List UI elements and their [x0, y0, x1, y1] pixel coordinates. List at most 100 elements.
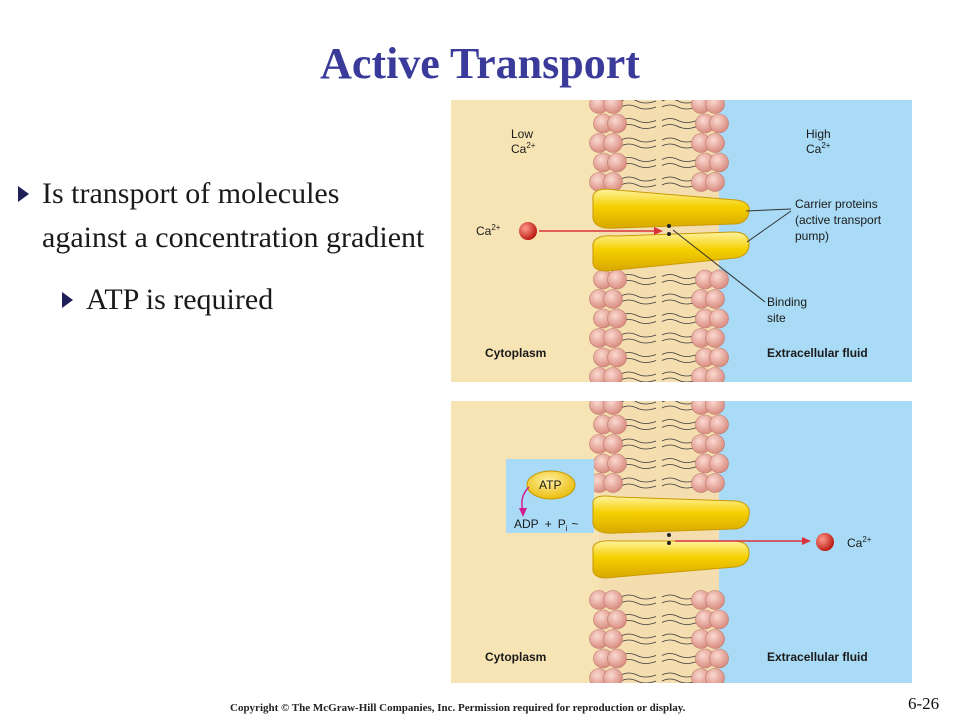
lipid-tail: [661, 659, 698, 664]
lipid-tail: [620, 371, 657, 377]
lipid-tail: [620, 157, 657, 162]
arrowhead-icon: [802, 537, 811, 545]
carrier-protein-lower: [592, 540, 750, 579]
lipid-tail: [620, 104, 657, 110]
lipid-tail: [620, 313, 657, 318]
carrier-protein-lower: [592, 231, 750, 272]
binding-site-dot: [667, 224, 671, 228]
binding-site-dot: [667, 533, 671, 537]
lipid-head: [705, 668, 725, 683]
membrane-diagram-bottom: ATP ADP+Pi~ Ca2+ Cytoplasm Extracellular…: [451, 401, 912, 683]
lipid-head: [705, 473, 725, 493]
lipid-head: [603, 367, 623, 382]
lipid-head: [705, 367, 725, 382]
binding-site-dot: [667, 541, 671, 545]
arrowhead-icon: [519, 508, 527, 517]
lipid-tail: [661, 313, 698, 318]
lipid-tail: [620, 377, 657, 382]
lipid-tail: [620, 293, 657, 299]
lipid-tail: [661, 371, 698, 377]
lipid-tail: [661, 444, 698, 450]
lipid-tail: [661, 157, 698, 162]
lipid-tail: [620, 678, 657, 683]
lipid-head: [705, 100, 725, 114]
lipid-tail: [661, 319, 698, 324]
bullet-text: Is transport of molecules against a conc…: [42, 177, 425, 254]
lipid-tail: [620, 594, 657, 600]
lipid-tail: [661, 104, 698, 110]
leader-line: [672, 229, 766, 303]
lipid-head: [705, 590, 725, 610]
lipid-tails: [620, 401, 698, 683]
lipid-tail: [620, 100, 657, 104]
atp-label: ATP: [539, 478, 561, 492]
lipid-tail: [620, 483, 657, 489]
atp-molecule: [526, 470, 576, 500]
lipid-head: [607, 113, 627, 134]
bullet-list: Is transport of molecules against a conc…: [18, 172, 428, 322]
lipid-head: [705, 289, 725, 309]
lipid-tail: [661, 299, 698, 305]
membrane-diagram-top: Low Ca2+ High Ca2+ Ca2+ Carrier proteins…: [451, 100, 912, 382]
lipid-head: [607, 308, 627, 329]
lipid-head: [709, 347, 729, 368]
binding-site-dot: [667, 232, 671, 236]
bullet-item: Is transport of molecules against a conc…: [18, 172, 428, 260]
lipid-tail: [620, 419, 657, 424]
lipid-tail: [661, 100, 698, 104]
lipid-tail: [620, 137, 657, 143]
lipid-tail: [620, 182, 657, 188]
carrier-label: Carrier proteins: [795, 197, 878, 211]
lipid-head: [709, 414, 729, 435]
lipid-head: [603, 100, 623, 114]
lipid-tail: [661, 419, 698, 424]
active-transport-figure-bottom: ATP ADP+Pi~ Ca2+ Cytoplasm Extracellular…: [451, 401, 912, 683]
lipid-tail: [620, 338, 657, 344]
lipid-tail: [661, 293, 698, 299]
lipid-tail: [620, 672, 657, 678]
arrowhead-icon: [654, 227, 663, 235]
lipid-tail: [661, 653, 698, 658]
lipid-tail: [661, 483, 698, 489]
lipid-tail: [661, 620, 698, 625]
low-ca-label: Ca2+: [511, 141, 536, 156]
sub-bullet-item: ATP is required: [62, 278, 428, 322]
leader-line: [746, 210, 792, 243]
lipid-tail: [620, 118, 657, 123]
lipid-tail: [661, 377, 698, 382]
lipid-tail: [661, 274, 698, 279]
lipid-head: [603, 473, 623, 493]
lipid-tails: [620, 100, 698, 382]
lipid-tail: [620, 639, 657, 645]
lipid-tail: [661, 163, 698, 168]
ion-label: Ca2+: [847, 535, 872, 550]
lipid-tail: [620, 401, 657, 405]
lipid-head: [709, 308, 729, 329]
lipid-tail: [620, 458, 657, 463]
lipid-head: [705, 328, 725, 348]
cytoplasm-label: Cytoplasm: [485, 346, 546, 360]
lipid-tail: [661, 280, 698, 285]
lipid-tail: [620, 444, 657, 450]
lipid-head: [603, 401, 623, 415]
lipid-tail: [661, 438, 698, 444]
lipid-tail: [661, 594, 698, 600]
lipid-tail: [661, 464, 698, 469]
lipid-tail: [620, 176, 657, 182]
bullet-arrow-icon: [62, 292, 73, 308]
lipid-head: [705, 172, 725, 192]
sub-bullet-text: ATP is required: [86, 283, 274, 316]
high-label: High: [806, 127, 831, 141]
lipid-head: [607, 648, 627, 669]
lipid-tail: [661, 358, 698, 363]
binding-site-label: Binding: [767, 295, 807, 309]
lipid-tail: [661, 639, 698, 645]
lipid-tail: [620, 405, 657, 411]
lipid-tail: [620, 614, 657, 619]
lipid-tail: [661, 633, 698, 639]
calcium-ion: [816, 533, 834, 551]
lipid-tail: [661, 143, 698, 149]
active-transport-figure-top: Low Ca2+ High Ca2+ Ca2+ Carrier proteins…: [451, 100, 912, 382]
cytoplasm-label: Cytoplasm: [485, 650, 546, 664]
extracellular-label: Extracellular fluid: [767, 650, 868, 664]
